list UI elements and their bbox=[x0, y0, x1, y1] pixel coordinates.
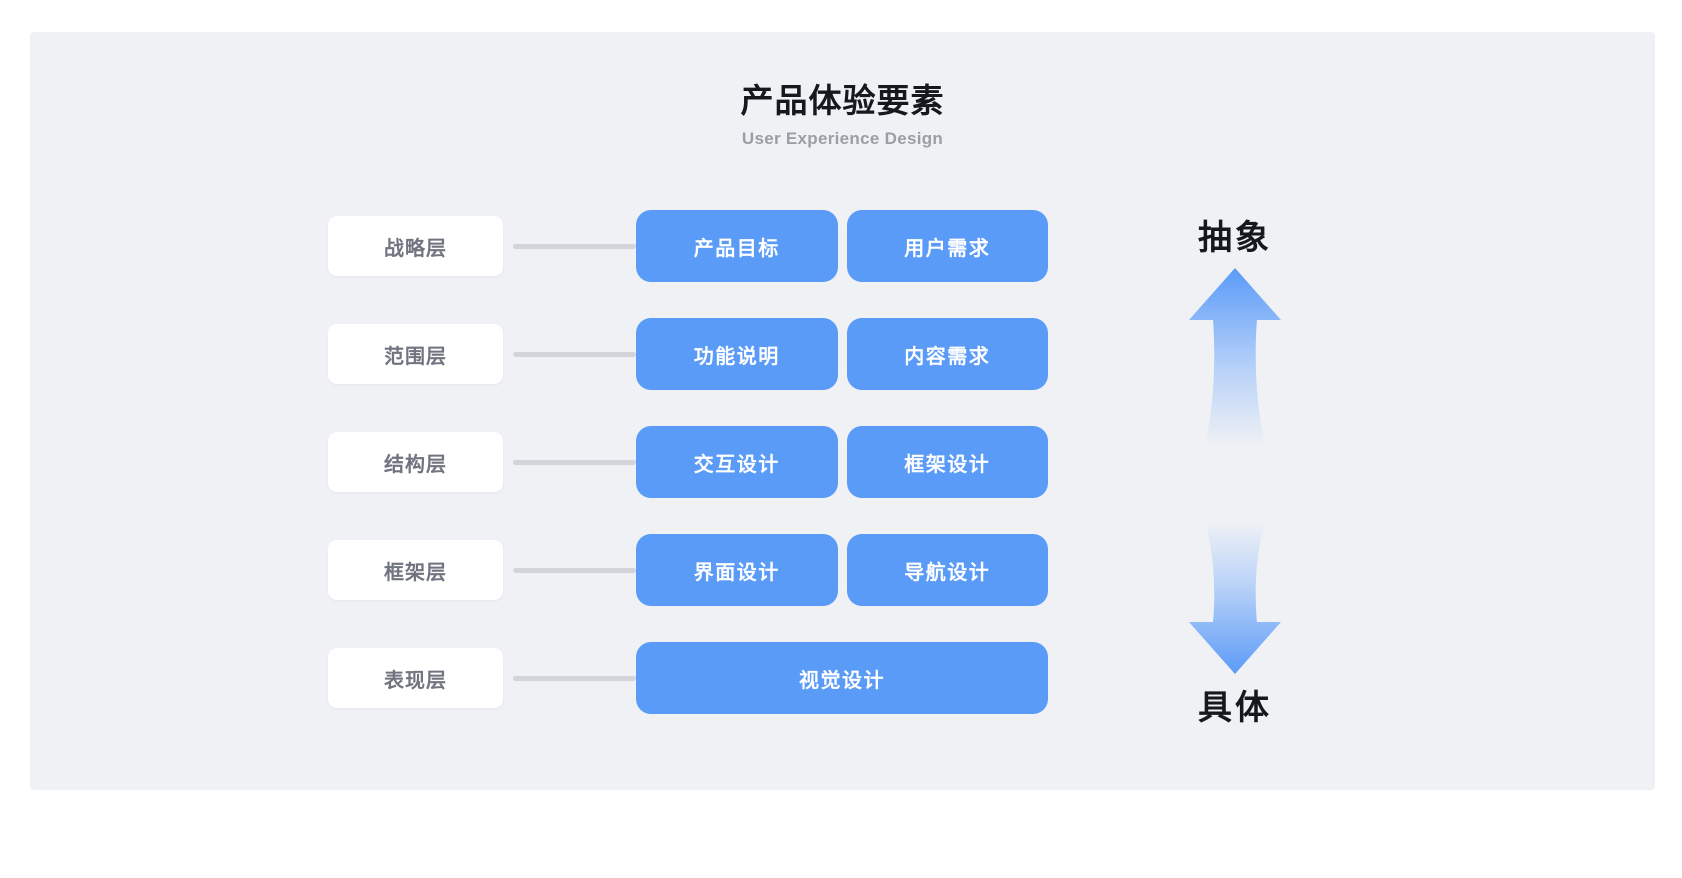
axis-label-abstract: 抽象 bbox=[1198, 219, 1272, 257]
page-subtitle: User Experience Design bbox=[741, 128, 944, 148]
layer-row: 框架层 界面设计导航设计 bbox=[30, 534, 1655, 606]
element-card[interactable]: 交互设计 bbox=[636, 426, 838, 498]
layer-row: 范围层 功能说明内容需求 bbox=[30, 318, 1655, 390]
element-card[interactable]: 框架设计 bbox=[846, 426, 1048, 498]
connector-line bbox=[513, 244, 636, 249]
page-title: 产品体验要素 bbox=[740, 82, 945, 119]
card-group: 视觉设计 bbox=[636, 642, 1048, 714]
element-card[interactable]: 内容需求 bbox=[846, 318, 1048, 390]
axis-label-concrete: 具体 bbox=[1198, 689, 1272, 727]
card-group: 界面设计导航设计 bbox=[636, 534, 1048, 606]
connector-line bbox=[513, 676, 636, 681]
arrow-up-icon bbox=[1115, 262, 1355, 452]
layer-row: 战略层 产品目标用户需求 bbox=[30, 210, 1655, 282]
layer-label-0[interactable]: 战略层 bbox=[328, 216, 503, 276]
element-card[interactable]: 功能说明 bbox=[636, 318, 838, 390]
layer-label-3[interactable]: 框架层 bbox=[328, 540, 503, 600]
connector-line bbox=[513, 460, 636, 465]
diagram-panel: 产品体验要素 User Experience Design 战略层 产品目标用户需… bbox=[30, 32, 1655, 790]
layer-rows: 战略层 产品目标用户需求范围层 功能说明内容需求结构层 交互设计框架设计框架层 界面设计… bbox=[30, 210, 1655, 714]
element-card[interactable]: 视觉设计 bbox=[636, 642, 1048, 714]
card-group: 产品目标用户需求 bbox=[636, 210, 1048, 282]
connector-line bbox=[513, 568, 636, 573]
connector-line bbox=[513, 352, 636, 357]
layer-label-2[interactable]: 结构层 bbox=[328, 432, 503, 492]
element-card[interactable]: 用户需求 bbox=[846, 210, 1048, 282]
abstraction-axis: 抽象 bbox=[1115, 210, 1355, 740]
card-group: 功能说明内容需求 bbox=[636, 318, 1048, 390]
header: 产品体验要素 User Experience Design bbox=[30, 82, 1655, 149]
arrow-down-icon bbox=[1115, 520, 1355, 680]
layer-row: 表现层 视觉设计 bbox=[30, 642, 1655, 714]
element-card[interactable]: 界面设计 bbox=[636, 534, 838, 606]
layer-label-4[interactable]: 表现层 bbox=[328, 648, 503, 708]
element-card[interactable]: 产品目标 bbox=[636, 210, 838, 282]
card-group: 交互设计框架设计 bbox=[636, 426, 1048, 498]
layer-row: 结构层 交互设计框架设计 bbox=[30, 426, 1655, 498]
layer-label-1[interactable]: 范围层 bbox=[328, 324, 503, 384]
element-card[interactable]: 导航设计 bbox=[846, 534, 1048, 606]
